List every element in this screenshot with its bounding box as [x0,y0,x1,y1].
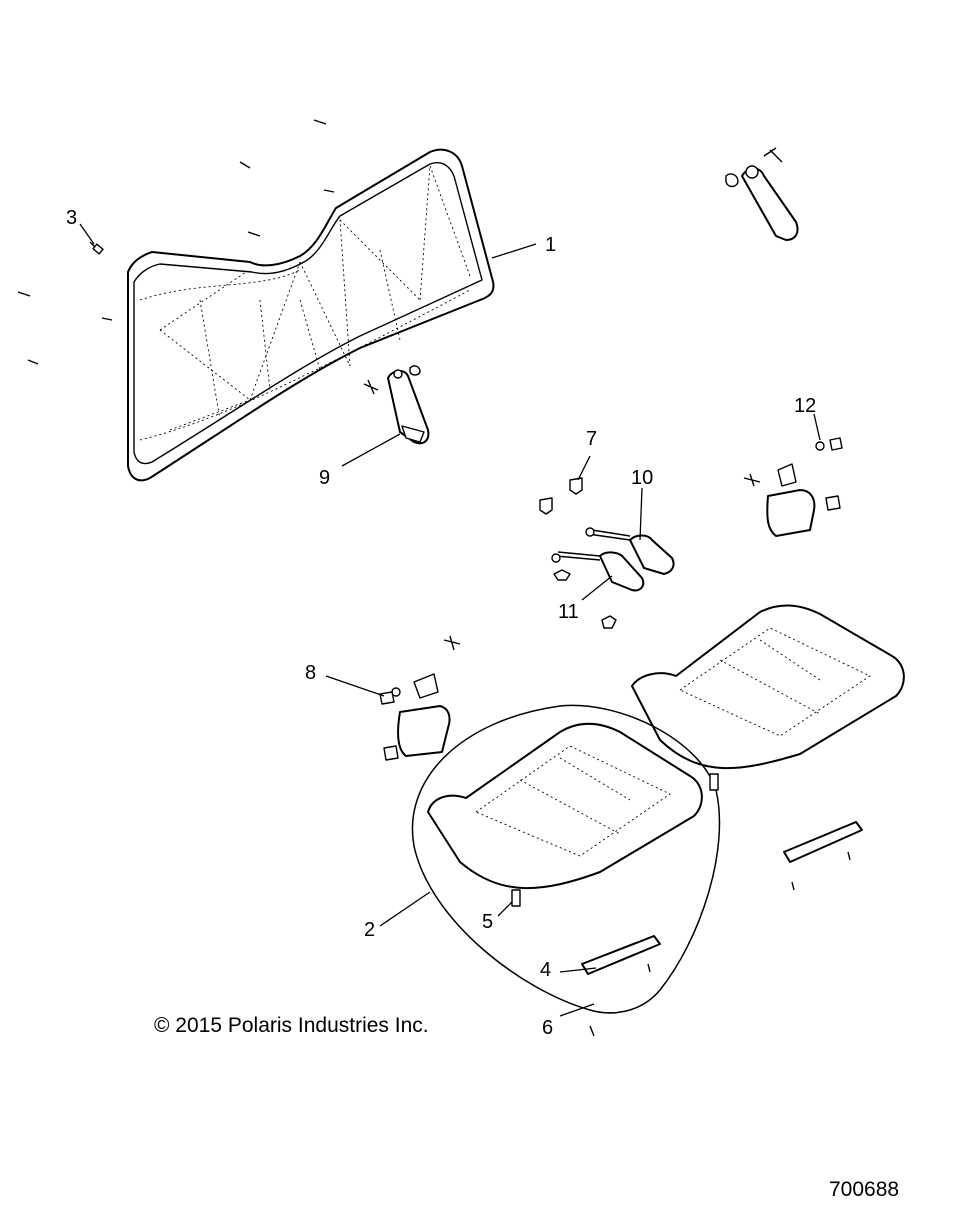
callout-12: 12 [794,395,816,417]
callout-3: 3 [66,207,77,229]
latch-assembly-8 [379,635,461,761]
callout-1: 1 [545,234,556,256]
bolt-3 [89,241,104,255]
callout-2: 2 [364,919,375,941]
assembly-outline [411,704,721,1014]
seat-belt-buckle-11 [551,551,645,592]
callout-5: 5 [482,911,493,933]
seat-bottom-right [631,604,905,770]
latch-assembly-12 [743,437,843,537]
callout-7: 7 [586,428,597,450]
seat-bottom-left [427,722,703,890]
callout-6: 6 [542,1017,553,1039]
callout-10: 10 [631,467,653,489]
callout-9: 9 [319,467,330,489]
seat-belt-anchor-top [725,147,799,241]
callout-4: 4 [540,959,551,981]
copyright-notice: © 2015 Polaris Industries Inc. [154,1014,429,1037]
seat-belt-anchor-9 [363,365,430,445]
fastener [539,477,617,629]
seat-back [127,148,495,482]
callout-11: 11 [558,601,579,623]
leader-lines [79,223,821,1017]
seat-back-bolt [17,119,335,365]
seat-belt-buckle-10 [585,527,675,575]
callout-8: 8 [305,662,316,684]
mount-bracket [581,821,863,1037]
drawing-number: 700688 [829,1178,899,1201]
mount-peg [511,773,719,907]
